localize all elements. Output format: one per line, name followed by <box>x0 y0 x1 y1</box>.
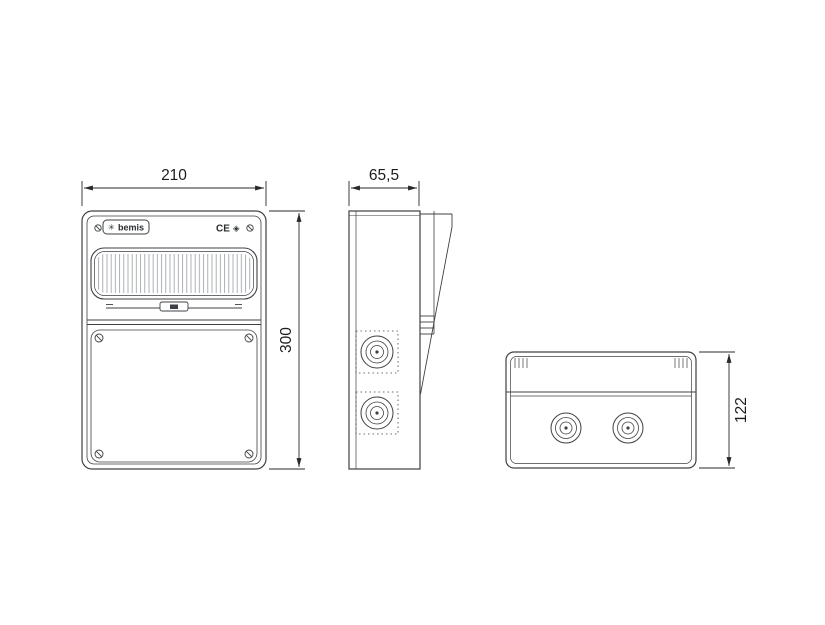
screw-icon <box>94 449 104 459</box>
cover-window <box>90 247 258 300</box>
ce-mark: CE ◈ <box>216 223 240 235</box>
knockout-upper <box>355 330 399 374</box>
bemis-logo-text: bemis <box>118 223 144 233</box>
knockout-left <box>550 412 582 444</box>
cert-diamond-icon: ◈ <box>233 223 240 233</box>
knockout-lower <box>355 391 399 435</box>
bemis-flower-icon: ✳ <box>108 223 115 232</box>
enclosure-outline <box>81 210 267 470</box>
hatch-ticks <box>514 358 688 368</box>
dimension-label: 210 <box>161 167 187 184</box>
corner-screws <box>94 333 254 459</box>
screw-icon <box>244 449 254 459</box>
cover-swing-diagonal <box>420 226 453 395</box>
hinge-flange <box>420 211 453 395</box>
dimension-depth: 65,5 <box>348 167 420 206</box>
dimension-front-width: 210 <box>81 167 267 206</box>
lower-panel <box>90 329 258 463</box>
dimension-label: 65,5 <box>369 167 399 184</box>
bemis-logo: ✳ bemis <box>102 219 150 235</box>
knockout-right <box>612 412 644 444</box>
top-screws <box>94 224 254 232</box>
bottom-outline <box>505 351 697 469</box>
enclosure-inner-border <box>86 215 262 465</box>
screw-icon <box>94 333 104 343</box>
screw-icon <box>246 224 254 232</box>
cover-handle <box>106 301 242 312</box>
dimension-label: 122 <box>733 397 750 423</box>
side-view <box>348 210 453 470</box>
dimension-base-height: 122 <box>699 351 750 469</box>
handle-latch <box>159 301 189 312</box>
window-hatching <box>97 254 251 293</box>
bottom-view <box>505 351 697 469</box>
front-view: ✳ bemis CE ◈ <box>81 210 267 470</box>
dimension-label: 300 <box>278 327 295 353</box>
side-body-outline <box>348 210 421 470</box>
ce-label: CE <box>216 224 230 235</box>
screw-icon <box>244 333 254 343</box>
knockout-perforation <box>355 391 399 435</box>
knockout-perforation <box>355 330 399 374</box>
dimension-front-height: 300 <box>269 210 305 470</box>
bottom-inner-border <box>510 356 692 464</box>
screw-icon <box>94 224 102 232</box>
